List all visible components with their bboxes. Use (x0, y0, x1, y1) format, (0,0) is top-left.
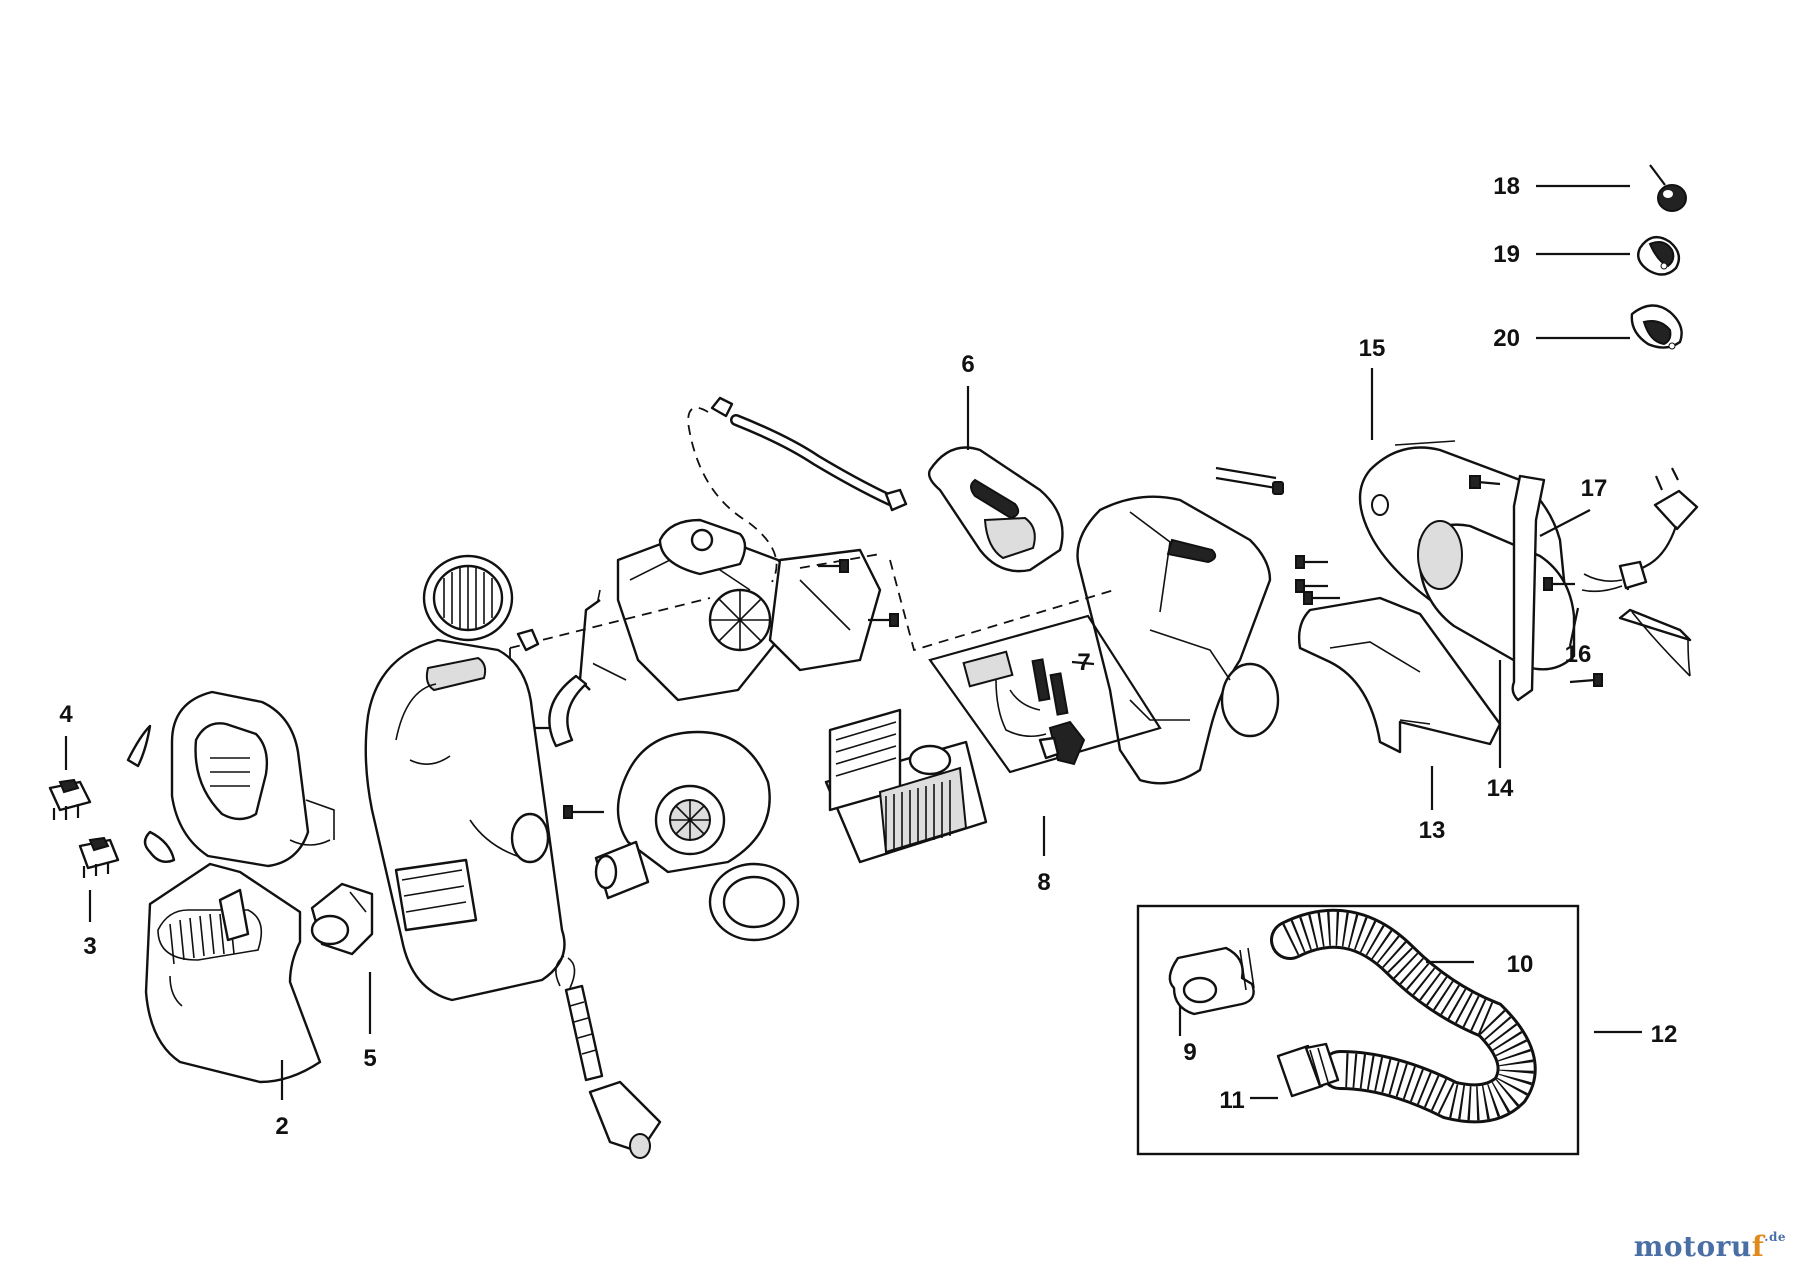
watermark-main: motoru (1633, 1230, 1752, 1263)
label-7: 7 (1077, 649, 1090, 676)
watermark-accent: f (1751, 1230, 1765, 1263)
watermark-tld: .de (1764, 1230, 1786, 1244)
callout-leaders (64, 184, 1642, 1100)
label-14: 14 (1487, 775, 1514, 802)
label-15: 15 (1359, 335, 1386, 362)
part-8-control-board-box (928, 614, 1162, 774)
spark-plug-nut (516, 628, 540, 652)
label-11: 11 (1219, 1087, 1244, 1114)
part-16-strap (1511, 474, 1546, 702)
filter-gaskets (126, 724, 176, 863)
part-12-hose-kit-box (1136, 904, 1580, 1156)
part-11-hose-adapter (1276, 1042, 1340, 1098)
gasket-ring (708, 862, 800, 942)
screws-group-a (1215, 466, 1603, 687)
part-6-handle-cover (927, 446, 1064, 573)
blower-fan-housing (594, 730, 771, 900)
label-12: 12 (1651, 1021, 1678, 1048)
part-9-hose-connector (1168, 946, 1255, 1016)
fuel-line (687, 396, 908, 583)
label-8: 8 (1037, 869, 1050, 896)
part-10-flex-hose (1270, 908, 1537, 1124)
part-4-switch (48, 778, 92, 820)
engine-assembly (578, 518, 882, 702)
round-air-grille (422, 554, 514, 642)
label-13: 13 (1419, 817, 1446, 844)
label-9: 9 (1183, 1039, 1196, 1066)
main-housing-right (1076, 495, 1280, 785)
label-3: 3 (83, 933, 96, 960)
air-filter-housing (170, 690, 335, 868)
part-7-capacitors (1031, 658, 1069, 716)
callout-labels: 2 3 4 5 6 7 8 9 10 11 12 13 14 15 16 17 … (59, 173, 1677, 1140)
spark-plug-wire (555, 955, 662, 1159)
part-19-plug (1637, 236, 1681, 276)
label-20: 20 (1493, 325, 1520, 352)
label-5: 5 (363, 1045, 376, 1072)
label-4: 4 (59, 701, 73, 728)
arc-ring (548, 674, 588, 748)
part-5-elbow (310, 882, 374, 956)
watermark-logo: motoruf.de (1634, 1230, 1786, 1263)
part-18-plug (1649, 164, 1687, 212)
main-housing-left (364, 638, 566, 1002)
label-16: 16 (1565, 641, 1592, 668)
label-6: 6 (961, 351, 974, 378)
label-18: 18 (1493, 173, 1520, 200)
heat-sink-module (824, 708, 988, 864)
part-3-switch (78, 836, 120, 878)
label-2: 2 (275, 1113, 288, 1140)
part-13-lower-cover (1297, 596, 1502, 754)
label-19: 19 (1493, 241, 1520, 268)
label-17: 17 (1581, 475, 1608, 502)
part-2-air-filter-cover (144, 862, 322, 1084)
label-10: 10 (1507, 951, 1534, 978)
part-17-power-cord (1581, 467, 1699, 593)
filter-strip (1618, 608, 1692, 677)
part-20-plug (1630, 304, 1683, 350)
